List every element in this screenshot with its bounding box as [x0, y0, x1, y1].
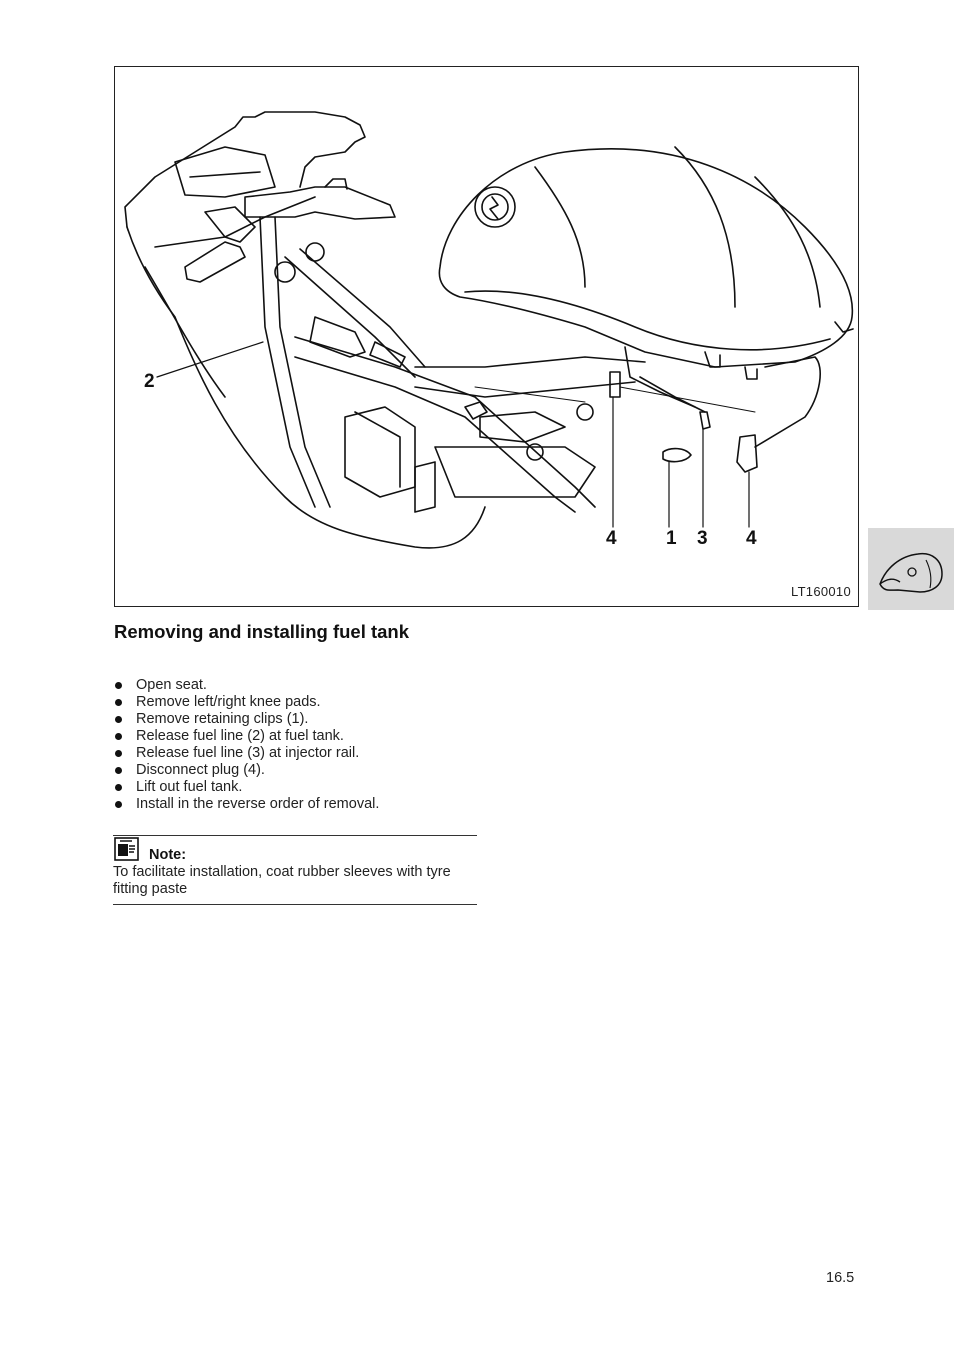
- list-item: Lift out fuel tank.: [114, 779, 379, 796]
- callout-4-left: 4: [606, 528, 617, 549]
- fuel-tank-icon: [879, 552, 943, 593]
- callout-1: 1: [666, 528, 677, 549]
- note-pad-icon: [114, 837, 139, 861]
- callout-4-right: 4: [746, 528, 757, 549]
- list-item: Disconnect plug (4).: [114, 762, 379, 779]
- fuel-tank-illustration: 2 4 1 3 4 LT160010: [114, 66, 859, 607]
- callout-2: 2: [144, 371, 155, 392]
- section-title: Removing and installing fuel tank: [114, 621, 410, 642]
- figure-id-label: LT160010: [791, 584, 851, 599]
- list-item: Remove retaining clips (1).: [114, 711, 379, 728]
- list-item: Open seat.: [114, 677, 379, 694]
- list-item: Install in the reverse order of removal.: [114, 796, 379, 813]
- note-box: Note: To facilitate installation, coat r…: [113, 835, 477, 905]
- note-heading: Note:: [149, 847, 187, 863]
- note-text: To facilitate installation, coat rubber …: [113, 864, 451, 897]
- list-item: Release fuel line (3) at injector rail.: [114, 745, 379, 762]
- list-item: Release fuel line (2) at fuel tank.: [114, 728, 379, 745]
- callout-3: 3: [697, 528, 708, 549]
- list-item: Remove left/right knee pads.: [114, 694, 379, 711]
- motorcycle-line-drawing: [124, 111, 854, 549]
- page-number: 16.5: [826, 1270, 855, 1286]
- section-tab: [868, 528, 954, 610]
- procedure-steps: Open seat. Remove left/right knee pads. …: [114, 677, 379, 813]
